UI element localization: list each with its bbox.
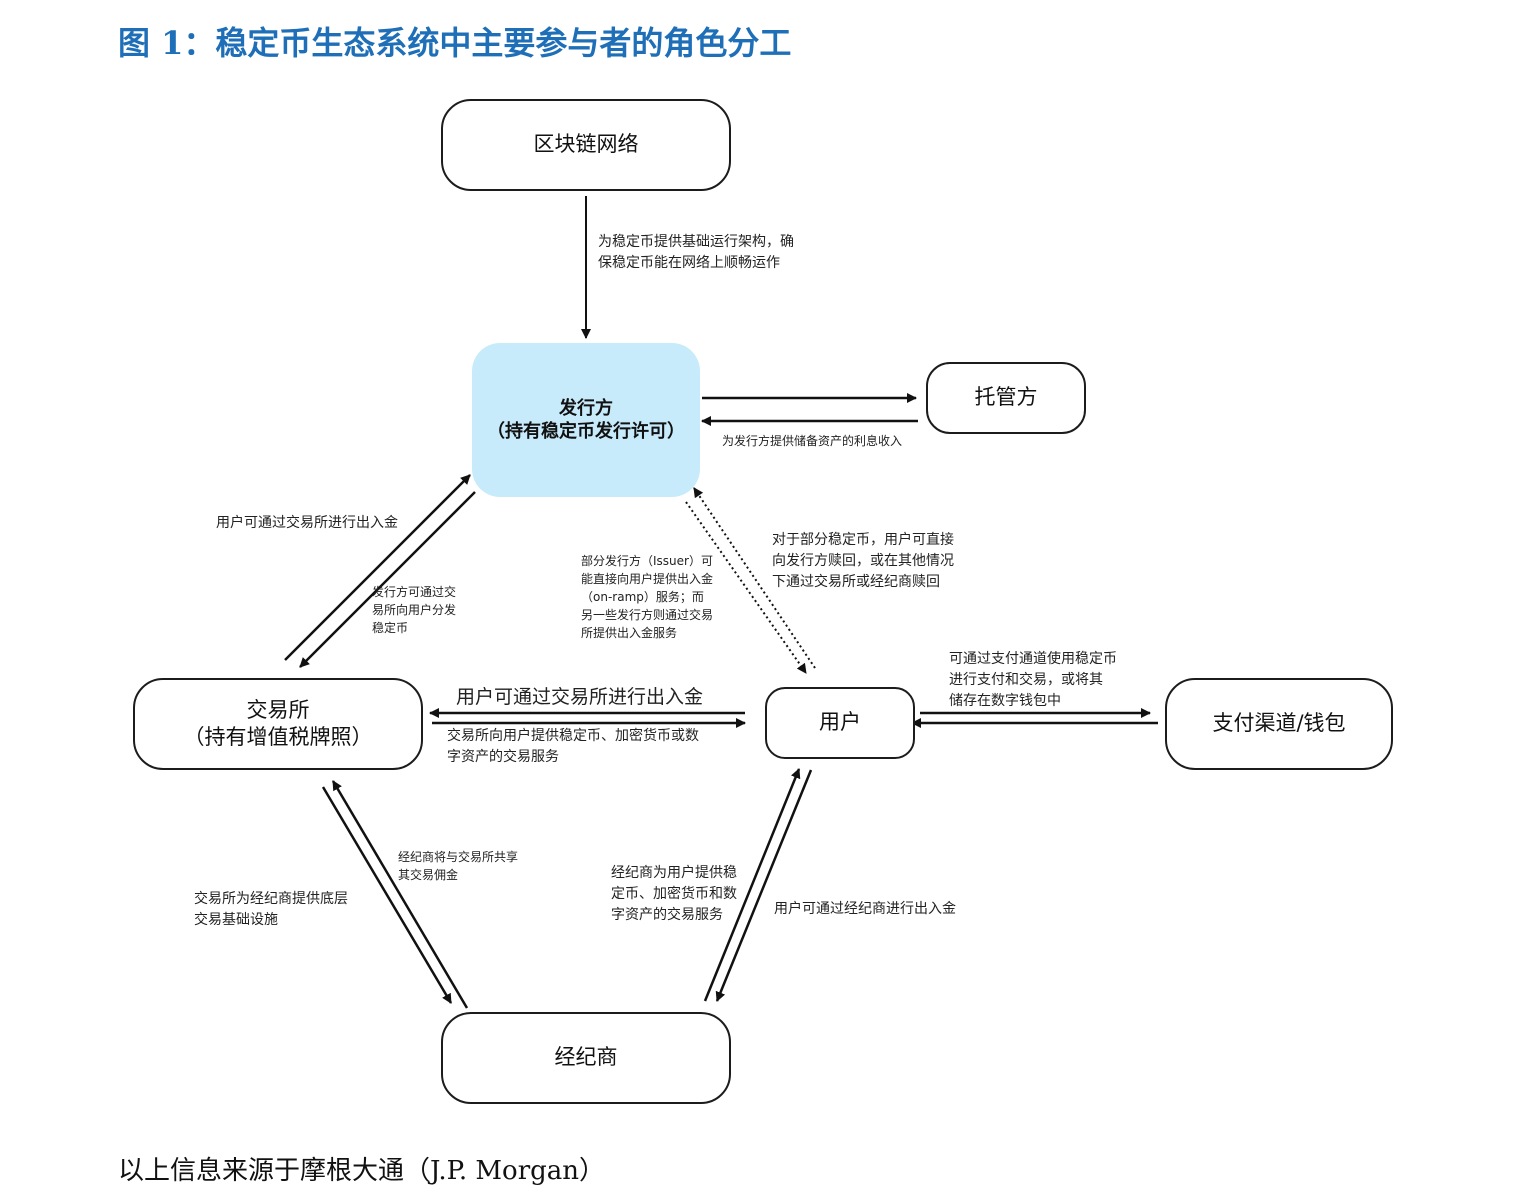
edge-label-line: 经纪商将与交易所共享 xyxy=(398,850,519,864)
edge-label-line: 经纪商为用户提供稳 xyxy=(611,865,737,881)
node-custodian: 托管方 xyxy=(926,362,1086,434)
arrow-exchange-to-broker xyxy=(321,786,453,1004)
arrow-broker-to-user xyxy=(703,768,801,1002)
node-blockchain-label: 区块链网络 xyxy=(533,132,639,157)
edge-label-issuer-user: 部分发行方（Issuer）可 能直接向用户提供出入金 （on-ramp）服务；而… xyxy=(581,552,713,642)
edge-label-line: （on-ramp）服务；而 xyxy=(581,590,704,604)
edge-label-line: 发行方可通过交 xyxy=(372,585,457,599)
edge-label-line: 其交易佣金 xyxy=(398,868,459,882)
node-payment-label: 支付渠道/钱包 xyxy=(1212,711,1346,736)
edge-label-line: 用户可通过交易所进行出入金 xyxy=(216,515,398,531)
node-exchange-label: 交易所 xyxy=(246,697,310,722)
edge-label-line: 下通过交易所或经纪商赎回 xyxy=(772,574,940,590)
edge-label-line: 所提供出入金服务 xyxy=(581,626,678,640)
edge-label-blockchain-issuer: 为稳定币提供基础运行架构，确 保稳定币能在网络上顺畅运作 xyxy=(598,232,794,274)
edge-label-line: 交易所向用户提供稳定币、加密货币或数 xyxy=(447,728,699,744)
edge-label-user-broker: 用户可通过经纪商进行出入金 xyxy=(774,899,956,920)
node-exchange-sublabel: （持有增值税牌照） xyxy=(183,725,373,749)
edge-label-line: 为发行方提供储备资产的利息收入 xyxy=(722,434,903,448)
edge-label-line: 交易基础设施 xyxy=(194,912,278,928)
node-issuer: 发行方 （持有稳定币发行许可） xyxy=(472,343,700,497)
edge-label-user-exchange: 用户可通过交易所进行出入金 xyxy=(456,683,703,712)
edge-label-line: 向发行方赎回，或在其他情况 xyxy=(772,553,954,569)
edge-label-user-issuer: 对于部分稳定币，用户可直接 向发行方赎回，或在其他情况 下通过交易所或经纪商赎回 xyxy=(772,530,954,593)
edge-label-broker-user: 经纪商为用户提供稳 定币、加密货币和数 字资产的交易服务 xyxy=(611,863,737,926)
edge-label-broker-exchange: 经纪商将与交易所共享 其交易佣金 xyxy=(398,848,518,884)
edge-label-line: 可通过支付通道使用稳定币 xyxy=(949,651,1117,667)
edge-label-line: 部分发行方（Issuer）可 xyxy=(581,554,713,568)
edge-label-line: 易所向用户分发 xyxy=(372,603,457,617)
edge-label-line: 进行支付和交易，或将其 xyxy=(949,672,1103,688)
node-broker-label: 经纪商 xyxy=(554,1045,618,1070)
arrow-broker-to-exchange xyxy=(331,780,469,1009)
edge-label-line: 为稳定币提供基础运行架构，确 xyxy=(598,234,794,250)
arrow-issuer-to-exchange xyxy=(299,491,476,668)
edge-label-line: 另一些发行方则通过交易 xyxy=(581,608,714,622)
edge-label-line: 用户可通过交易所进行出入金 xyxy=(456,686,704,708)
edge-label-line: 字资产的交易服务 xyxy=(611,907,723,923)
figure-title: 图 1：稳定币生态系统中主要参与者的角色分工 xyxy=(118,24,792,62)
edge-label-line: 交易所为经纪商提供底层 xyxy=(194,891,348,907)
node-custodian-label: 托管方 xyxy=(974,385,1038,410)
edge-label-line: 储存在数字钱包中 xyxy=(949,693,1061,709)
node-exchange: 交易所 （持有增值税牌照） xyxy=(133,678,423,770)
edge-label-user-payment: 可通过支付通道使用稳定币 进行支付和交易，或将其 储存在数字钱包中 xyxy=(949,649,1117,712)
edge-label-exchange-user: 交易所向用户提供稳定币、加密货币或数 字资产的交易服务 xyxy=(447,726,699,768)
node-blockchain-network: 区块链网络 xyxy=(441,99,731,191)
arrow-exchange-to-issuer xyxy=(284,474,471,661)
node-broker: 经纪商 xyxy=(441,1012,731,1104)
edge-label-exchange-issuer: 用户可通过交易所进行出入金 xyxy=(216,513,398,534)
edge-label-line: 稳定币 xyxy=(372,621,409,635)
edge-label-exchange-broker: 交易所为经纪商提供底层 交易基础设施 xyxy=(194,889,348,931)
arrow-user-to-broker xyxy=(715,769,813,1002)
node-issuer-label: 发行方 xyxy=(559,397,613,419)
arrow-user-to-issuer xyxy=(693,487,816,669)
edge-label-line: 字资产的交易服务 xyxy=(447,749,559,765)
edge-label-line: 用户可通过经纪商进行出入金 xyxy=(774,901,956,917)
edge-label-custodian-issuer: 为发行方提供储备资产的利息收入 xyxy=(722,432,902,450)
edge-label-line: 保稳定币能在网络上顺畅运作 xyxy=(598,255,780,271)
edge-label-line: 对于部分稳定币，用户可直接 xyxy=(772,532,954,548)
edge-label-line: 能直接向用户提供出入金 xyxy=(581,572,714,586)
edge-label-line: 定币、加密货币和数 xyxy=(611,886,737,902)
edge-label-issuer-exchange: 发行方可通过交 易所向用户分发 稳定币 xyxy=(372,583,456,637)
source-note: 以上信息来源于摩根大通（J.P. Morgan） xyxy=(118,1156,606,1186)
node-user: 用户 xyxy=(765,687,915,759)
node-user-label: 用户 xyxy=(819,710,861,735)
node-issuer-sublabel: （持有稳定币发行许可） xyxy=(487,421,685,442)
node-payment-wallet: 支付渠道/钱包 xyxy=(1165,678,1393,770)
